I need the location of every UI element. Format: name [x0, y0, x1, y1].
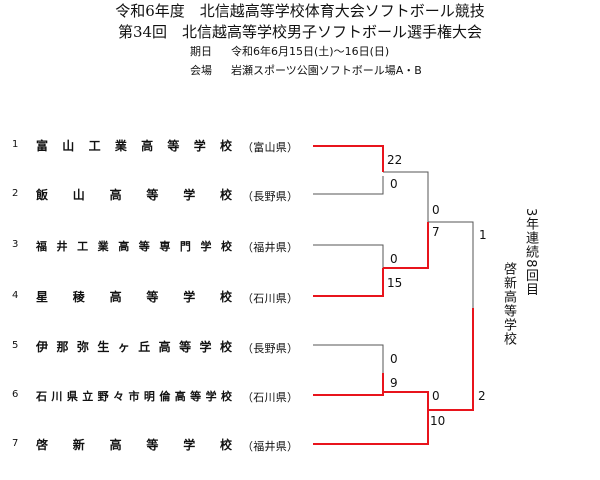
score-final-top: 1 [479, 228, 487, 242]
team-name: 星稜高等学校 [36, 290, 232, 304]
team-prefecture: （福井県） [242, 241, 298, 254]
line-team-7 [313, 410, 429, 445]
team-prefecture: （長野県） [242, 342, 298, 355]
seed-number: 5 [12, 340, 19, 351]
team-prefecture: （長野県） [242, 190, 298, 203]
seed-number: 4 [12, 290, 19, 301]
team-prefecture: （富山県） [242, 141, 298, 154]
team-prefecture: （石川県） [242, 292, 298, 305]
score-final-bottom: 2 [478, 389, 486, 403]
line-team-3 [313, 244, 384, 268]
champion-name: 啓新高等学校 [501, 262, 516, 346]
score-r2-m1-top: 0 [432, 203, 440, 217]
team-name: 富山工業高等学校 [36, 139, 232, 153]
seed-number: 3 [12, 239, 19, 250]
seed-number: 2 [12, 188, 19, 199]
line-r2-top [383, 171, 429, 222]
score-r1-m3-top: 0 [390, 352, 398, 366]
line-r2-m2-winner [382, 373, 429, 410]
line-r2-bottom [383, 391, 429, 440]
team-name: 石川県立野々市明倫高等学校 [36, 390, 232, 403]
score-r1-m1-top: 22 [387, 153, 403, 167]
score-r2-m2-top: 0 [432, 389, 440, 403]
date-value: 令和6年6月15日(土)〜16日(日) [231, 45, 390, 58]
line-team-1 [313, 145, 384, 172]
champion-streak: 3年連続8回目 [523, 208, 538, 297]
team-name: 福井工業高等専門学校 [36, 240, 232, 253]
score-r1-m1-bottom: 0 [390, 177, 398, 191]
score-r1-m2-top: 0 [390, 252, 398, 266]
seed-number: 6 [12, 389, 19, 400]
seed-number: 1 [12, 139, 19, 150]
line-team-5 [313, 344, 384, 373]
line-team-2 [313, 176, 384, 195]
team-name: 伊那弥生ヶ丘高等学校 [36, 340, 232, 354]
team-prefecture: （福井県） [242, 440, 298, 453]
line-team-6 [313, 373, 384, 396]
venue-value: 岩瀬スポーツ公園ソフトボール場A・B [231, 64, 422, 77]
championship-title: 第34回 北信越高等学校男子ソフトボール選手権大会 [117, 23, 483, 41]
score-r1-m2-bottom: 15 [387, 276, 403, 290]
team-prefecture: （石川県） [242, 391, 298, 404]
line-final-winner [428, 308, 474, 411]
line-final-top [428, 221, 474, 308]
team-name: 飯山高等学校 [36, 188, 232, 202]
date-label: 期日 [190, 45, 212, 58]
score-r2-m2-bottom: 10 [430, 414, 446, 428]
score-r1-m3-bottom: 9 [390, 376, 398, 390]
venue-label: 会場 [190, 64, 212, 77]
score-r2-m1-bottom: 7 [432, 225, 440, 239]
team-name: 啓新高等学校 [36, 438, 232, 452]
seed-number: 7 [12, 438, 19, 449]
line-team-4 [313, 268, 384, 297]
line-r2-m1-winner [383, 222, 429, 269]
tournament-title: 令和6年度 北信越高等学校体育大会ソフトボール競技 [115, 2, 485, 20]
